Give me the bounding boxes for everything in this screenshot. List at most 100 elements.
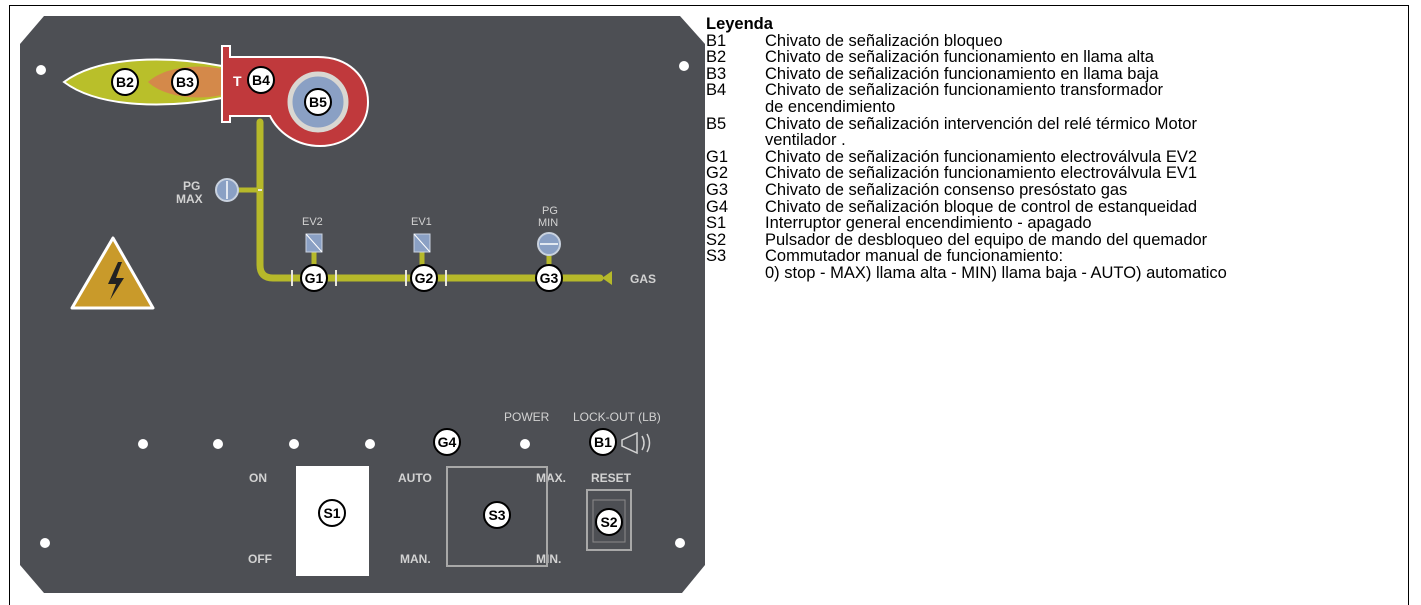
power-label: POWER xyxy=(504,410,550,424)
badge-b2: B2 xyxy=(111,68,139,96)
legend-item: S3 Commutador manual de funcionamiento: xyxy=(706,248,1406,265)
pg-min-label-2: MIN xyxy=(538,217,558,229)
legend-code: B4 xyxy=(706,81,727,100)
legend-item: B4 Chivato de señalización funcionamiento… xyxy=(706,82,1406,99)
man-label: MAN. xyxy=(400,552,431,566)
pg-max-label-2: MAX xyxy=(176,192,203,206)
gas-inlet-arrow-icon xyxy=(602,271,612,285)
max-label: MAX. xyxy=(536,471,566,485)
off-label: OFF xyxy=(248,552,272,566)
pipe-joints xyxy=(258,189,447,286)
badges: B2 B3 B4 B5 G1 G2 G3 G4 B1 S1 S3 S2 xyxy=(111,66,623,536)
legend-text: Chivato de señalización funcionamiento e… xyxy=(765,64,1159,83)
min-label: MIN. xyxy=(536,552,561,566)
badge-g4: G4 xyxy=(433,428,461,456)
legend-item: G2 Chivato de señalización funcionamiento… xyxy=(706,165,1406,182)
transformer-label: T xyxy=(233,73,242,89)
badge-b5: B5 xyxy=(304,88,332,116)
indicator-lamps xyxy=(138,439,530,449)
legend-text: Interruptor general encendimiento - apag… xyxy=(765,214,1092,233)
legend-item: B1 Chivato de señalización bloqueo xyxy=(706,31,1406,50)
legend-code: B2 xyxy=(706,48,727,67)
pg-max-label-1: PG xyxy=(183,179,200,193)
legend-item: G1 Chivato de señalización funcionamiento… xyxy=(706,149,1406,166)
legend-title: Leyenda xyxy=(706,15,773,33)
legend-item: S1 Interruptor general encendimiento - ap… xyxy=(706,215,1406,232)
legend-code: G3 xyxy=(706,180,729,199)
svg-text:B2: B2 xyxy=(116,74,134,90)
ev2-label: EV2 xyxy=(302,216,323,228)
legend-text-continued: de encendimiento xyxy=(765,97,896,116)
legend-code: S1 xyxy=(706,214,727,233)
badge-g2: G2 xyxy=(410,264,438,292)
legend-text: Commutador manual de funcionamiento: xyxy=(765,247,1064,266)
legend-text: Chivato de señalización funcionamiento t… xyxy=(765,81,1164,100)
legend-text: Chivato de señalización funcionamiento e… xyxy=(765,164,1198,183)
svg-text:G2: G2 xyxy=(415,270,434,286)
svg-text:G4: G4 xyxy=(438,434,457,450)
control-panel: T GAS PG MAX EV2 EV1 PG MIN POWER LO xyxy=(20,16,705,593)
badge-b3: B3 xyxy=(171,68,199,96)
legend-code: G1 xyxy=(706,147,729,166)
legend-text: Chivato de señalización consenso presóst… xyxy=(765,180,1128,199)
legend-text: Chivato de señalización funcionamiento e… xyxy=(765,147,1198,166)
auto-label: AUTO xyxy=(398,471,432,485)
svg-text:S3: S3 xyxy=(488,507,505,523)
badge-b1: B1 xyxy=(589,428,617,456)
svg-text:B5: B5 xyxy=(309,94,327,110)
svg-text:S1: S1 xyxy=(323,505,340,521)
warning-electric-icon xyxy=(70,236,155,310)
svg-text:G3: G3 xyxy=(540,270,559,286)
svg-text:B4: B4 xyxy=(252,72,270,88)
pg-min-label-1: PG xyxy=(542,205,558,217)
legend-code: B1 xyxy=(706,31,727,50)
legend-item: G4 Chivato de señalización bloque de cont… xyxy=(706,197,1406,216)
legend-code: S2 xyxy=(706,230,727,249)
legend-text: Chivato de señalización bloqueo xyxy=(765,31,1003,50)
legend-code: S3 xyxy=(706,247,727,266)
legend-text: Chivato de señalización funcionamiento e… xyxy=(765,48,1154,67)
lamp-dot-icon xyxy=(138,439,148,449)
svg-text:B3: B3 xyxy=(176,74,194,90)
reset-button-s2[interactable] xyxy=(586,489,632,551)
lamp-dot-icon xyxy=(365,439,375,449)
reset-label: RESET xyxy=(591,471,632,485)
badge-g1: G1 xyxy=(300,264,328,292)
lamp-dot-icon xyxy=(213,439,223,449)
svg-text:S2: S2 xyxy=(600,514,617,530)
figure-frame xyxy=(9,5,1409,605)
panel-body xyxy=(20,16,705,593)
badge-s2: S2 xyxy=(595,508,623,536)
badge-g3: G3 xyxy=(535,264,563,292)
mode-selector-s3[interactable] xyxy=(446,466,548,567)
legend-item: S2 Pulsador de desbloqueo del equipo de m… xyxy=(706,232,1406,249)
legend-text: Pulsador de desbloqueo del equipo de man… xyxy=(765,230,1208,249)
legend-text-continued: ventilador . xyxy=(765,131,846,150)
legend-item: B3 Chivato de señalización funcionamiento… xyxy=(706,66,1406,83)
horn-icon xyxy=(621,431,651,455)
lamp-dot-icon xyxy=(289,439,299,449)
lamp-dot-icon xyxy=(520,439,530,449)
legend-code: G4 xyxy=(706,197,729,216)
legend-text-continued: 0) stop - MAX) llama alta - MIN) llama b… xyxy=(765,263,1227,282)
panel-corner-holes xyxy=(36,61,689,548)
legend-code: B5 xyxy=(706,114,727,133)
svg-text:B1: B1 xyxy=(594,434,612,450)
legend-text: Chivato de señalización intervención del… xyxy=(765,114,1197,133)
gas-pipe xyxy=(256,118,604,282)
legend-item: B2 Chivato de señalización funcionamiento… xyxy=(706,49,1406,66)
legend-item: G3 Chivato de señalización consenso presó… xyxy=(706,182,1406,199)
on-label: ON xyxy=(249,471,267,485)
gas-label: GAS xyxy=(630,272,656,286)
svg-text:G1: G1 xyxy=(305,270,324,286)
badge-b4: B4 xyxy=(247,66,275,94)
legend-text: Chivato de señalización bloque de contro… xyxy=(765,197,1198,216)
badge-s3: S3 xyxy=(483,501,511,529)
legend-code: G2 xyxy=(706,164,729,183)
badge-s1: S1 xyxy=(318,499,346,527)
legend-item: B5 Chivato de señalización intervención d… xyxy=(706,114,1406,133)
lockout-label: LOCK-OUT (LB) xyxy=(573,410,661,424)
legend-code: B3 xyxy=(706,64,727,83)
ev1-label: EV1 xyxy=(411,216,432,228)
